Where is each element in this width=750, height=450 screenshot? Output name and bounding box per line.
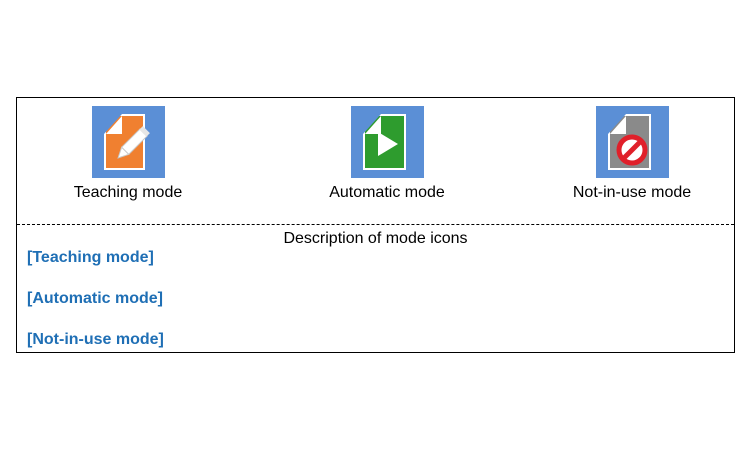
section-divider [17,224,734,225]
automatic-mode-icon [350,106,424,178]
not-in-use-mode-label: Not-in-use mode [572,184,692,201]
not-in-use-mode-icon [595,106,669,178]
teaching-mode-block: Teaching mode [73,106,183,202]
teaching-mode-label: Teaching mode [73,184,183,201]
description-item-teaching: [Teaching mode] [27,249,154,266]
description-title: Description of mode icons [283,230,468,247]
not-in-use-mode-block: Not-in-use mode [564,106,700,202]
automatic-mode-label: Automatic mode [329,184,445,201]
mode-icons-row: Teaching mode Automatic mode [17,98,734,224]
teaching-mode-icon [91,106,165,178]
description-item-not-in-use: [Not-in-use mode] [27,331,164,348]
description-item-automatic: [Automatic mode] [27,290,163,307]
mode-icons-panel: Teaching mode Automatic mode [16,97,735,353]
automatic-mode-block: Automatic mode [312,106,462,202]
